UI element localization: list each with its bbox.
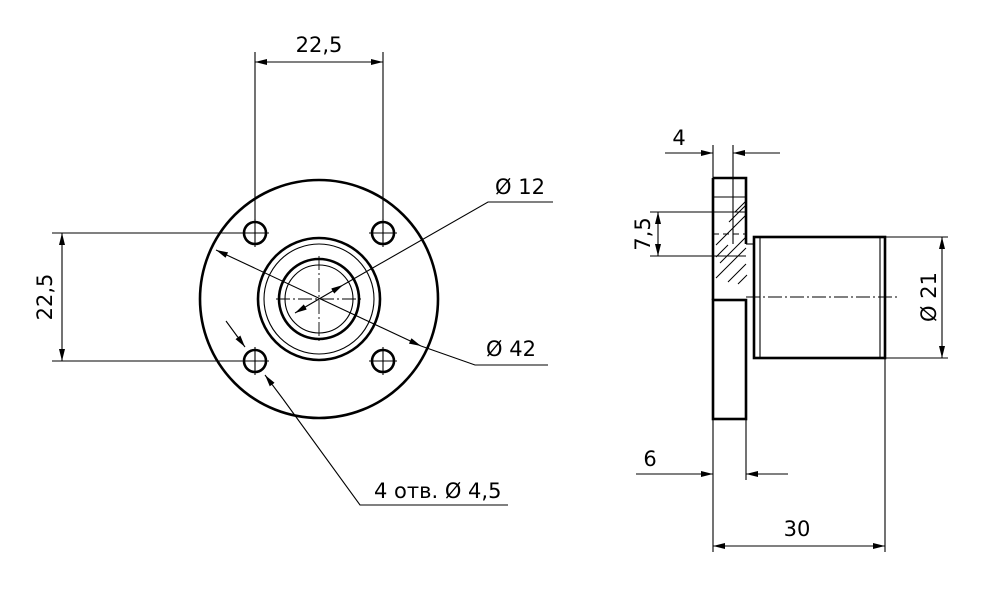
flange-bottom [711,298,748,421]
dim-text: 7,5 [631,217,655,250]
dim-text: 22,5 [296,33,343,57]
dim-text: 6 [643,447,656,471]
dim-text: Ø 12 [495,175,545,199]
dim-flange: Ø 42 [215,249,548,366]
dim-flange-step: 4 [665,126,780,178]
flange-side [711,176,754,421]
body-outline [752,235,887,360]
flange-top [713,176,748,244]
flange-outline [198,178,440,420]
dim-hole-spacing-vertical: 22,5 [33,232,241,362]
dim-text: 4 отв. Ø 4,5 [374,479,501,503]
dim-hole-spacing-horizontal: 22,5 [254,33,384,220]
dim-holes: 4 отв. Ø 4,5 [225,320,508,506]
mounting-holes [241,219,397,375]
body-side [746,235,900,360]
dim-text: Ø 42 [486,337,536,361]
section-hatching [715,200,748,285]
dim-total-length: 30 [712,358,886,552]
side-view: 4 7,5 Ø 21 6 30 [631,126,948,552]
dim-text: Ø 21 [917,272,941,322]
dim-text: 4 [672,126,685,150]
dim-text: 22,5 [33,274,57,321]
front-view: 22,5 22,5 Ø 12 Ø 42 4 отв. Ø 4,5 [33,33,553,506]
dim-hole-dia: 7,5 [631,211,713,257]
dim-body-dia: Ø 21 [885,236,948,359]
dim-flange-thickness: 6 [636,419,788,480]
dim-text: 30 [784,517,811,541]
hole-center-marks [241,219,397,375]
